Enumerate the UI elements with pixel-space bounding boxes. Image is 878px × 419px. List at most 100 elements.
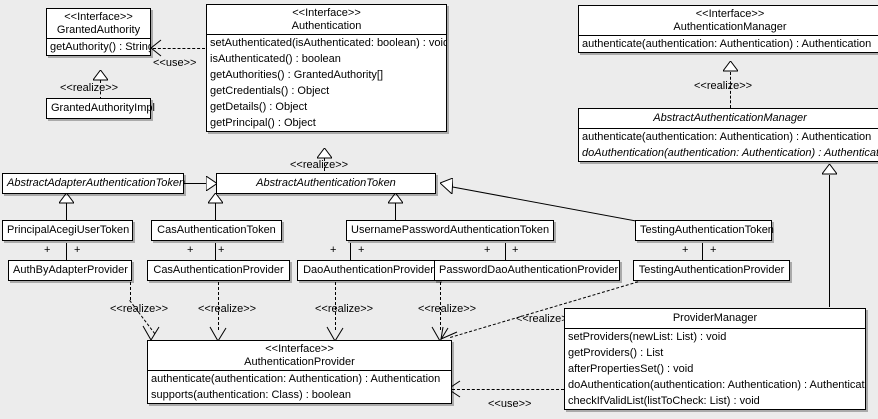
divider (148, 370, 451, 371)
use-arrowhead-grantedauthority (150, 39, 162, 57)
member-getauthority: getAuthority() : String (50, 41, 150, 53)
stereotype-interface: <<Interface>> (64, 11, 133, 23)
multiplicity-userpass2-left: + (484, 244, 491, 256)
members-granted-authority: getAuthority() : String (47, 39, 150, 55)
divider (579, 128, 878, 129)
realize-triangle-abstracttoken (317, 148, 332, 159)
multiplicity-principal-right: + (74, 244, 81, 256)
class-granted-authority-impl[interactable]: GrantedAuthorityImpl (46, 98, 155, 119)
class-authentication-provider[interactable]: <<Interface>> AuthenticationProvider aut… (147, 340, 452, 404)
multiplicity-userpass-right: + (358, 244, 365, 256)
member-doauthentication: doAuthentication(authentication: Authent… (568, 379, 865, 391)
class-abstract-adapter-authentication-token[interactable]: AbstractAdapterAuthenticationToken (2, 173, 186, 194)
stereotype-interface: <<Interface>> (292, 7, 361, 19)
association-line-testingtoken-testingprovider (702, 243, 703, 260)
member-getprincipal: getPrincipal() : Object (210, 117, 316, 129)
association-line-principal-authbyadapter (66, 243, 67, 260)
member-supports: supports(authentication: Class) : boolea… (151, 389, 351, 401)
class-header-abstract-authentication-manager: AbstractAuthenticationManager (579, 109, 878, 128)
class-cas-authentication-token[interactable]: CasAuthenticationToken (151, 220, 282, 241)
members-authentication-provider: authenticate(authentication: Authenticat… (148, 371, 451, 403)
class-header-principal-acegi-user-token: PrincipalAcegiUserToken (3, 221, 132, 240)
class-authentication[interactable]: <<Interface>> Authentication setAuthenti… (206, 4, 447, 132)
label-realize-daoprovider: <<realize>> (315, 303, 374, 315)
association-line-userpass-passworddaoprovider (505, 243, 506, 260)
class-abstract-authentication-manager[interactable]: AbstractAuthenticationManager authentica… (578, 108, 878, 162)
member-isauthenticated: isAuthenticated() : boolean (210, 53, 341, 65)
class-header-authentication: <<Interface>> Authentication (207, 5, 446, 34)
label-realize-testingprovider: <<realize>> (516, 313, 575, 325)
class-header-username-password-authentication-token: UsernamePasswordAuthenticationToken (347, 221, 553, 240)
realize-triangle-grantedauthorityimpl (93, 70, 108, 81)
multiplicity-userpass2-right: + (512, 244, 519, 256)
label-realize-abstractmanager: <<realize>> (694, 80, 753, 92)
class-name-authentication: Authentication (291, 20, 362, 32)
multiplicity-userpass-left: + (330, 244, 337, 256)
class-name-abstract-adapter-authentication-token: AbstractAdapterAuthenticationToken (7, 177, 186, 189)
class-header-auth-by-adapter-provider: AuthByAdapterProvider (9, 261, 131, 280)
class-dao-authentication-provider[interactable]: DaoAuthenticationProvider (297, 260, 440, 281)
members-authentication-manager: authenticate(authentication: Authenticat… (579, 36, 878, 52)
generalization-line-testingtoken (449, 186, 637, 222)
class-name-username-password-authentication-token: UsernamePasswordAuthenticationToken (351, 224, 550, 236)
class-header-granted-authority-impl: GrantedAuthorityImpl (47, 99, 155, 118)
generalization-triangle-adaptertoken (206, 176, 217, 191)
generalization-line-usernamepasswordtoken (395, 203, 396, 220)
class-name-cas-authentication-token: CasAuthenticationToken (157, 224, 276, 236)
label-realize-casprovider: <<realize>> (198, 303, 257, 315)
multiplicity-testing-left: + (682, 244, 689, 256)
member-authenticate: authenticate(authentication: Authenticat… (582, 131, 872, 143)
class-principal-acegi-user-token[interactable]: PrincipalAcegiUserToken (2, 220, 133, 241)
multiplicity-cas-right: + (218, 244, 225, 256)
class-username-password-authentication-token[interactable]: UsernamePasswordAuthenticationToken (346, 220, 554, 241)
class-testing-authentication-token[interactable]: TestingAuthenticationToken (635, 220, 774, 241)
association-line-userpass-daoprovider (350, 243, 351, 260)
class-name-authentication-provider: AuthenticationProvider (244, 356, 355, 368)
generalization-line-adaptertoken (183, 183, 209, 184)
class-provider-manager[interactable]: ProviderManager setProviders(newList: Li… (564, 308, 866, 410)
class-header-testing-authentication-token: TestingAuthenticationToken (636, 221, 774, 240)
generalization-triangle-testingtoken (440, 178, 453, 194)
class-header-authentication-manager: <<Interface>> AuthenticationManager (579, 6, 878, 35)
class-header-abstract-adapter-authentication-token: AbstractAdapterAuthenticationToken (3, 174, 186, 193)
realize-line-grantedauthorityimpl (100, 80, 101, 100)
class-name-authentication-manager: AuthenticationManager (673, 21, 787, 33)
class-auth-by-adapter-provider[interactable]: AuthByAdapterProvider (8, 260, 132, 281)
realize-triangle-abstractmanager (723, 61, 738, 72)
class-header-cas-authentication-token: CasAuthenticationToken (152, 221, 281, 240)
member-checkifvalidlist: checkIfValidList(listToCheck: List) : vo… (568, 395, 760, 407)
use-line-authentication-grantedauthority (153, 48, 205, 49)
members-authentication: setAuthenticated(isAuthenticated: boolea… (207, 35, 446, 131)
stereotype-interface: <<Interface>> (265, 343, 334, 355)
class-password-dao-authentication-provider[interactable]: PasswordDaoAuthenticationProvider (434, 260, 620, 281)
label-realize-authbyadapter: <<realize>> (110, 303, 169, 315)
label-realize-abstracttoken: <<realize>> (290, 159, 349, 171)
class-header-authentication-provider: <<Interface>> AuthenticationProvider (148, 341, 451, 370)
generalization-line-providermanager (829, 175, 830, 307)
class-name-provider-manager: ProviderManager (672, 312, 758, 324)
label-use-providermanager: <<use>> (488, 398, 532, 410)
member-afterpropertiesset: afterPropertiesSet() : void (568, 363, 694, 375)
label-use-authentication-grantedauthority: <<use>> (153, 57, 197, 69)
generalization-triangle-providermanager (822, 164, 837, 175)
divider (47, 38, 150, 39)
realize-line-daoprovider (335, 282, 336, 330)
class-cas-authentication-provider[interactable]: CasAuthenticationProvider (147, 260, 290, 281)
class-header-testing-authentication-provider: TestingAuthenticationProvider (634, 261, 789, 280)
realize-arrowhead-testingprovider (440, 326, 461, 345)
class-header-cas-authentication-provider: CasAuthenticationProvider (148, 261, 289, 280)
label-realize-passworddaoprovider: <<realize>> (418, 303, 477, 315)
members-abstract-authentication-manager: authenticate(authentication: Authenticat… (579, 129, 878, 161)
realize-line-abstracttoken-authentication (324, 158, 325, 176)
class-testing-authentication-provider[interactable]: TestingAuthenticationProvider (633, 260, 790, 281)
divider (579, 35, 878, 36)
association-line-cas-casprovider (215, 243, 216, 260)
class-authentication-manager[interactable]: <<Interface>> AuthenticationManager auth… (578, 5, 878, 53)
class-name-auth-by-adapter-provider: AuthByAdapterProvider (13, 264, 128, 276)
class-granted-authority[interactable]: <<Interface>> GrantedAuthority getAuthor… (46, 8, 151, 56)
generalization-triangle-castoken (208, 193, 223, 204)
class-abstract-authentication-token[interactable]: AbstractAuthenticationToken (216, 173, 436, 194)
generalization-line-castoken (215, 203, 216, 220)
use-line-providermanager (452, 389, 564, 390)
realize-line-casprovider (218, 282, 219, 330)
